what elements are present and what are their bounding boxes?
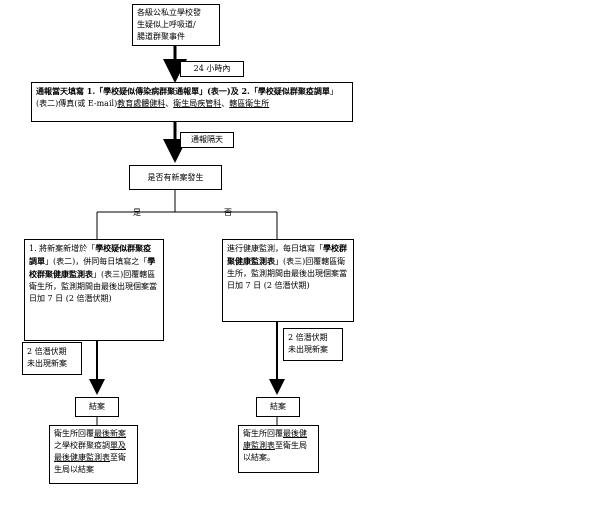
yes-form-2: 學校群聚健康監測表 bbox=[29, 256, 156, 279]
report-recipient-2: 衛生局疾管科 bbox=[173, 99, 222, 108]
left-close-box: 結案 bbox=[75, 397, 119, 417]
right-close-box: 結案 bbox=[256, 397, 300, 417]
report-text-3: 」(表二)傳真(或 E-mail) bbox=[36, 87, 338, 108]
report-recipient-3: 轄區衛生所 bbox=[229, 99, 270, 108]
next-day-label: 通報隔天 bbox=[180, 132, 234, 148]
left-final-underline-1: 最後新案 bbox=[94, 429, 126, 438]
yes-text-1: 1. 將新案新增於「 bbox=[29, 244, 96, 253]
left-final-text-2: 之學校群聚疫調 bbox=[54, 441, 110, 450]
report-box: 通報當天填寫 1.「學校疑似傳染病群聚通報單」(表一)及 2.「學校疑似群聚疫調… bbox=[31, 82, 353, 122]
branch-yes-label: 是 bbox=[133, 208, 141, 217]
report-sep-1: 、 bbox=[165, 99, 174, 108]
no-form-1: 學校群聚健康監測表 bbox=[227, 243, 347, 266]
branch-no-label: 否 bbox=[224, 208, 232, 217]
start-box: 各級公私立學校發 生疑似上呼吸道/ 腸道群聚事件 bbox=[132, 4, 220, 46]
yes-text-3: 」(表三)回覆轄區衛生所，監測期間由最後出現個案當日加 7 日 (2 倍潛伏期) bbox=[29, 270, 157, 303]
yes-form-1: 學校疑似群聚疫調單 bbox=[29, 243, 152, 266]
report-form-2: 學校疑似群聚疫調單 bbox=[257, 86, 330, 96]
report-text-2: 」(表一)及 2.「 bbox=[199, 86, 258, 96]
left-final-text-3: 至衛生局以結案 bbox=[54, 453, 126, 474]
left-final-underline-2: 單及最後健康監測表 bbox=[54, 441, 126, 462]
right-final-text-2: 至衛生局以結案。 bbox=[243, 441, 307, 462]
report-form-1: 學校疑似傳染病群聚通報單 bbox=[103, 86, 200, 96]
yes-text-2: 」(表二)，併同每日填寫之「 bbox=[45, 257, 148, 266]
no-text-1: 進行健康監測，每日填寫「 bbox=[227, 244, 323, 253]
within-24h-label: 24 小時內 bbox=[180, 61, 244, 77]
report-recipient-1: 教育處體健科 bbox=[117, 99, 166, 108]
no-text-2: 」(表三)回覆轄區衛生所，監測期間由最後出現個案當日加 7 日 (2 倍潛伏期) bbox=[227, 257, 347, 290]
right-final-box: 衛生所回覆最後健康監測表至衛生局以結案。 bbox=[238, 425, 319, 473]
right-final-text-1: 衛生所回覆 bbox=[243, 429, 283, 438]
question-box: 是否有新案發生 bbox=[129, 165, 222, 190]
left-final-text-1: 衛生所回覆 bbox=[54, 429, 94, 438]
no-action-box: 進行健康監測，每日填寫「學校群聚健康監測表」(表三)回覆轄區衛生所，監測期間由最… bbox=[222, 239, 354, 322]
left-condition-box: 2 倍潛伏期 未出現新案 bbox=[22, 342, 82, 375]
report-sep-2: 、 bbox=[221, 99, 230, 108]
right-condition-box: 2 倍潛伏期 未出現新案 bbox=[283, 328, 343, 361]
left-final-box: 衛生所回覆最後新案之學校群聚疫調單及最後健康監測表至衛生局以結案 bbox=[49, 425, 138, 484]
report-text-1: 通報當天填寫 1.「 bbox=[36, 86, 104, 96]
right-final-underline: 最後健康監測表 bbox=[243, 429, 307, 450]
yes-action-box: 1. 將新案新增於「學校疑似群聚疫調單」(表二)，併同每日填寫之「學校群聚健康監… bbox=[24, 239, 164, 341]
